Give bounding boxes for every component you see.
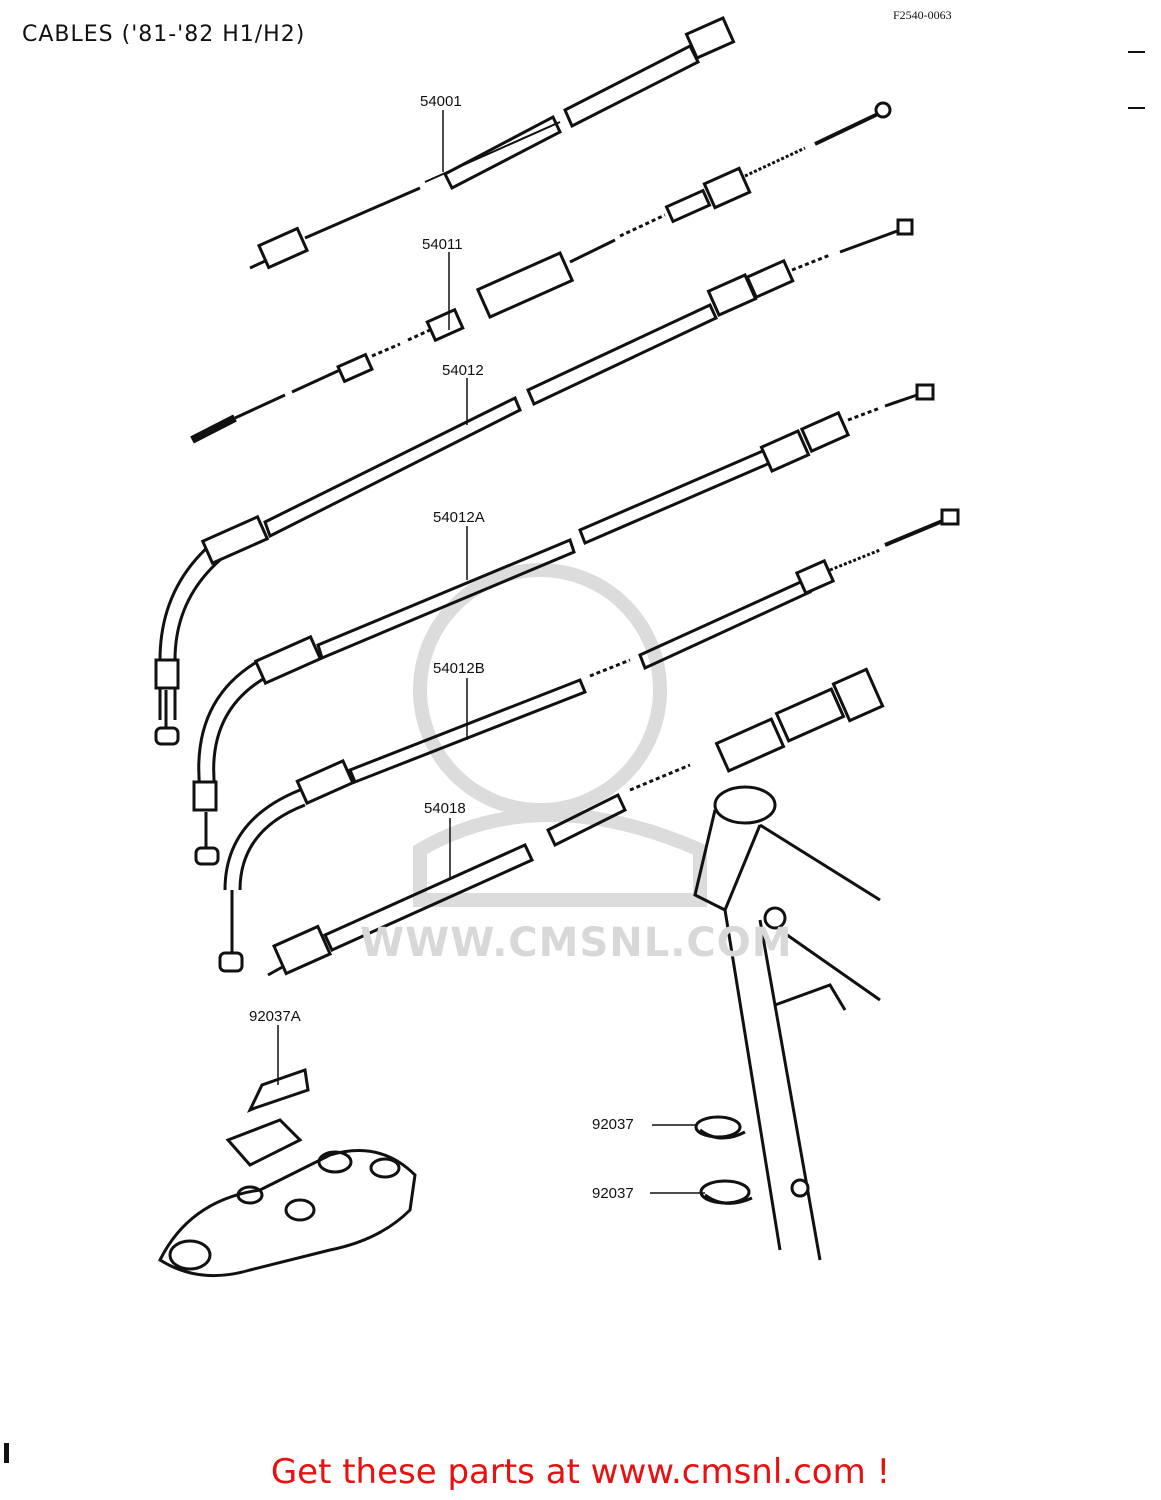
cable-54012A[interactable] xyxy=(192,383,935,866)
leader-lines xyxy=(277,110,705,1194)
footer-link[interactable]: Get these parts at www.cmsnl.com ! xyxy=(270,1452,891,1492)
part-label-92037-lower[interactable]: 92037 xyxy=(592,1185,634,1202)
cable-54012[interactable] xyxy=(154,218,914,746)
watermark-text: WWW.CMSNL.COM xyxy=(360,920,793,966)
clamp-92037-lower[interactable] xyxy=(699,1179,753,1205)
part-label-54012[interactable]: 54012 xyxy=(442,362,484,379)
part-label-92037A[interactable]: 92037A xyxy=(249,1008,301,1025)
part-label-92037-upper[interactable]: 92037 xyxy=(592,1116,634,1133)
part-label-54012B[interactable]: 54012B xyxy=(433,660,485,677)
cable-54012B[interactable] xyxy=(218,508,960,973)
edge-mark xyxy=(4,1443,9,1463)
part-label-54011[interactable]: 54011 xyxy=(422,236,463,253)
clamp-92037-upper[interactable] xyxy=(694,1115,746,1140)
diagram-code: F2540-0063 xyxy=(893,8,952,22)
part-label-54012A[interactable]: 54012A xyxy=(433,509,485,526)
watermark-logo xyxy=(413,563,707,907)
cable-54001[interactable] xyxy=(249,16,736,270)
cable-54018[interactable] xyxy=(267,667,885,977)
part-label-54001[interactable]: 54001 xyxy=(420,93,462,110)
page-title: CABLES ('81-'82 H1/H2) xyxy=(22,22,306,47)
part-label-54018[interactable]: 54018 xyxy=(424,800,466,817)
clamp-92037A-assembly[interactable] xyxy=(158,1067,417,1278)
cable-54011[interactable] xyxy=(190,101,892,444)
frame-section xyxy=(693,785,881,1261)
